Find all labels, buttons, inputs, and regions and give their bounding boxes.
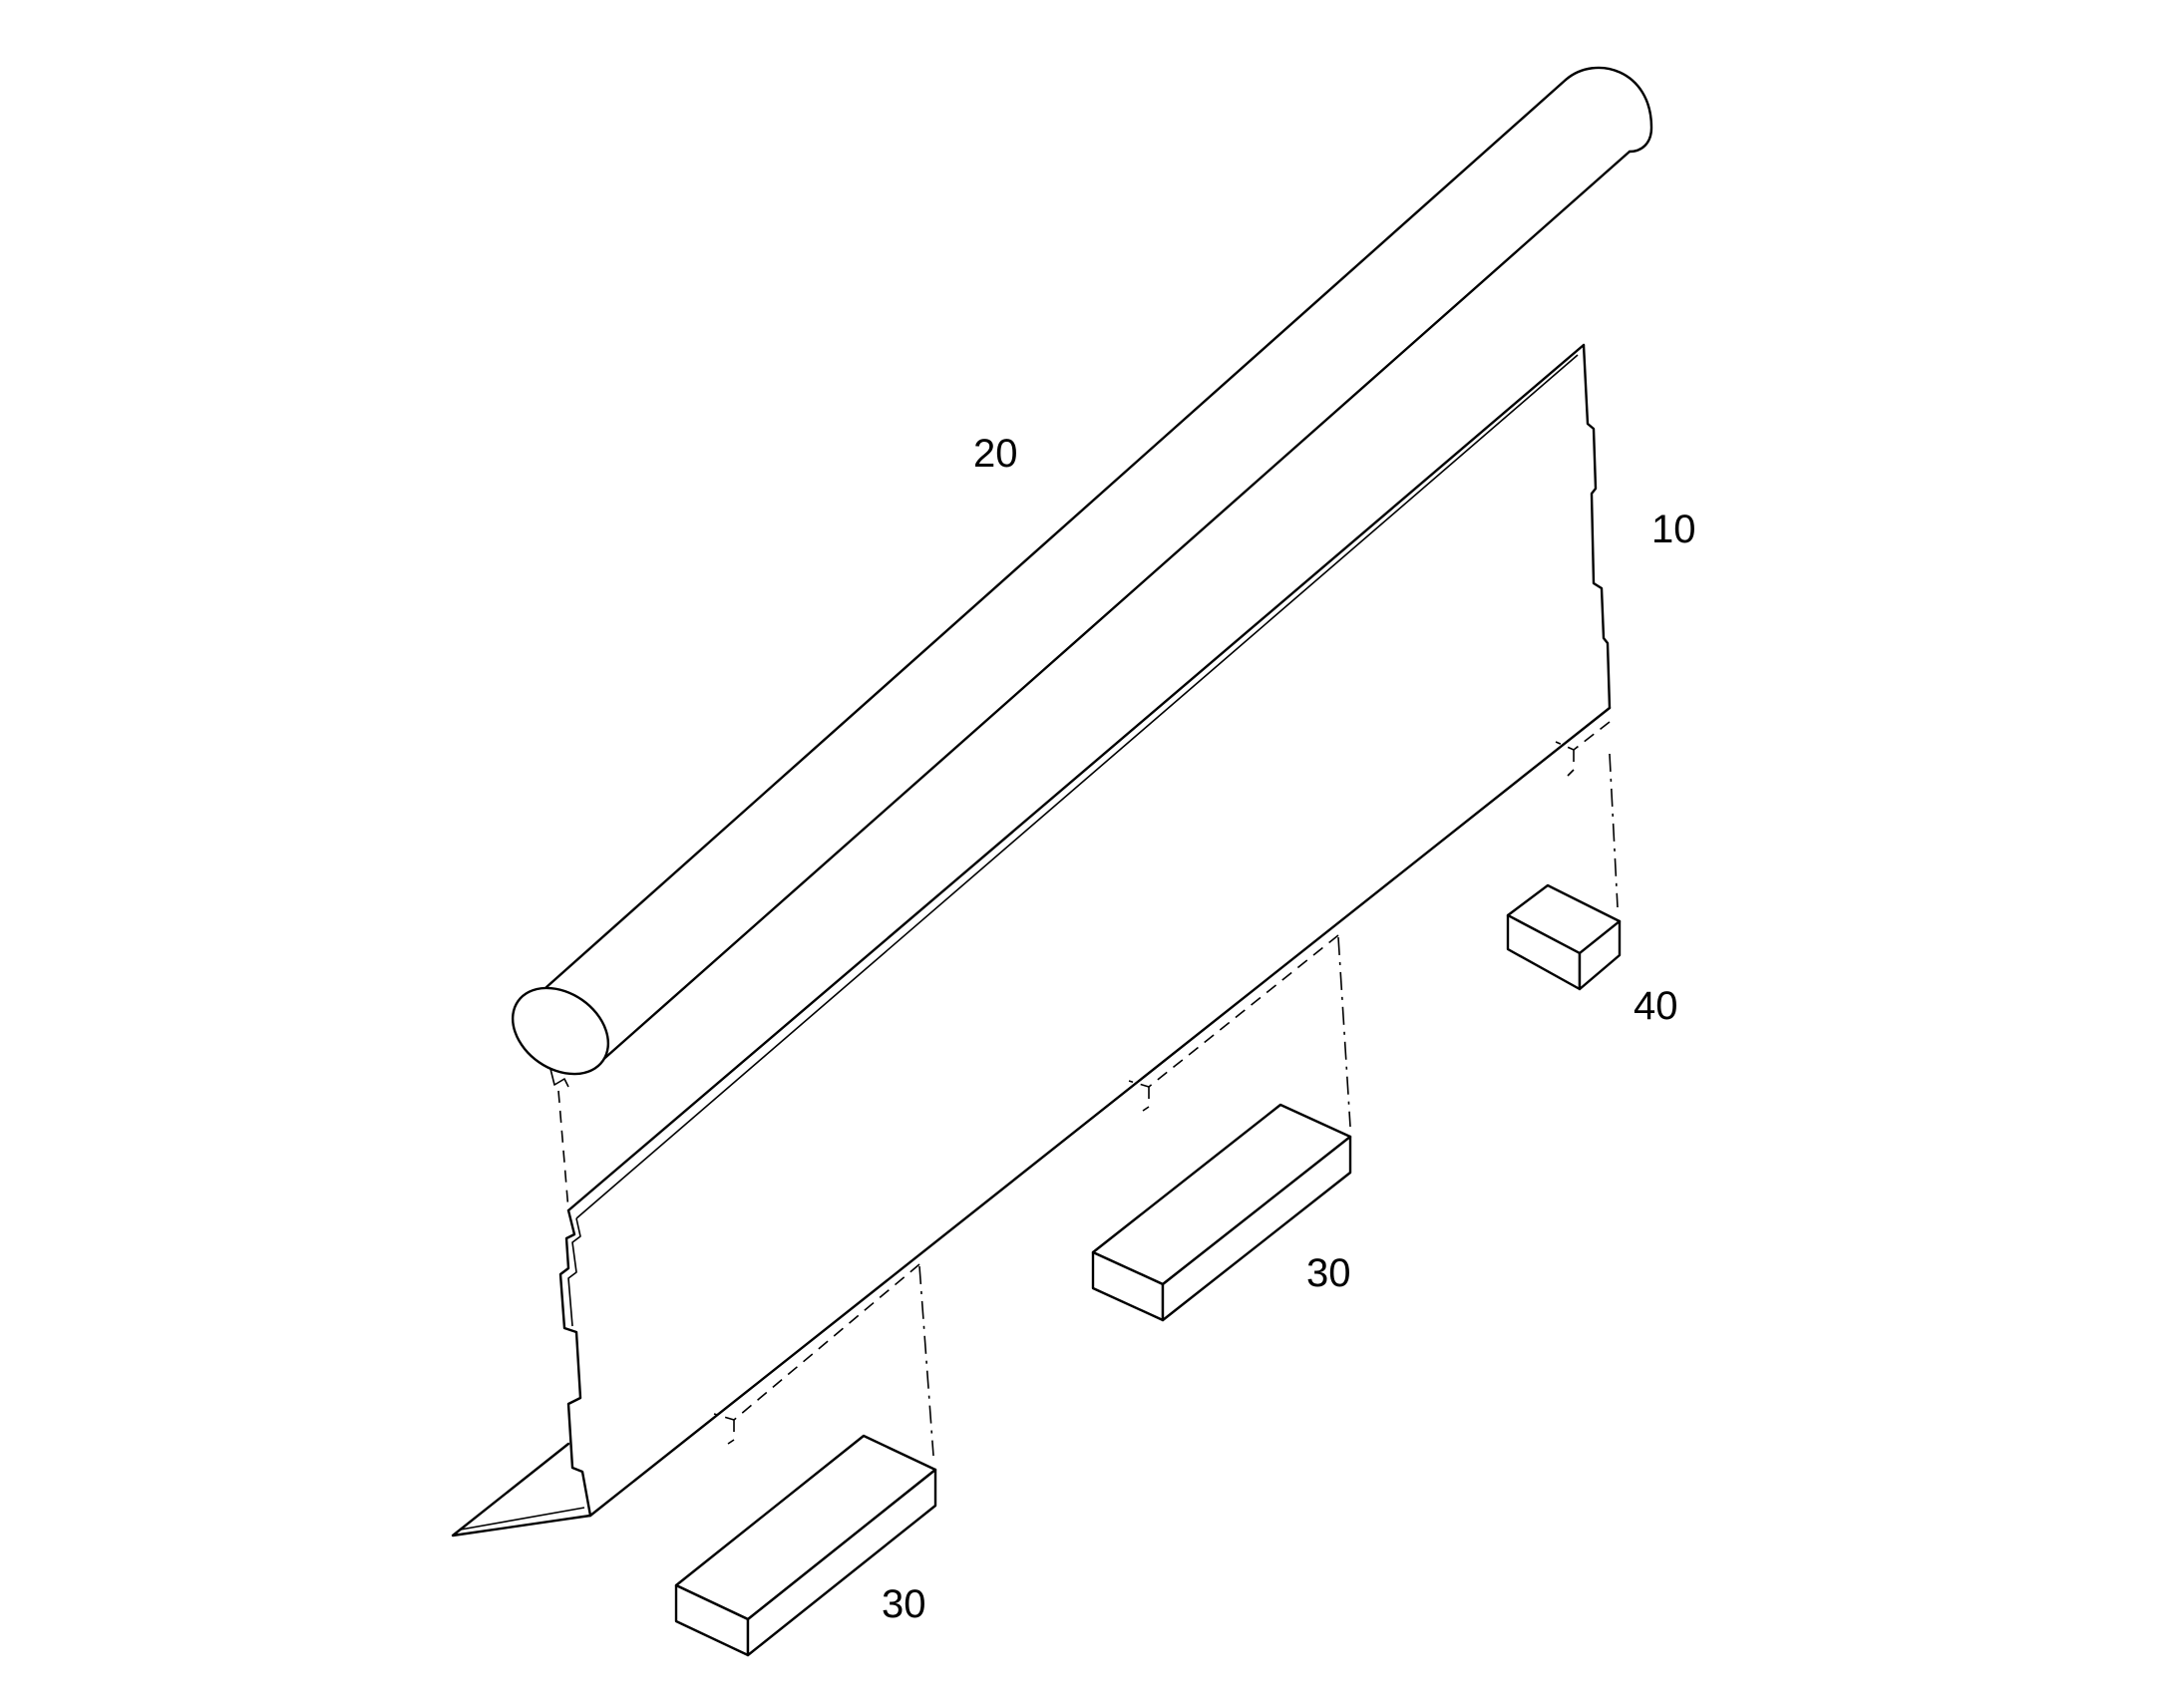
projection-lines bbox=[557, 753, 1619, 1457]
tube-part bbox=[511, 66, 1653, 1088]
block-mid-part bbox=[1091, 1103, 1352, 1322]
label-block-mid: 30 bbox=[1306, 1251, 1351, 1295]
block-small-part bbox=[1506, 883, 1622, 991]
label-tube: 20 bbox=[973, 432, 1018, 476]
block-low-part bbox=[674, 1434, 937, 1657]
label-block-low: 30 bbox=[882, 1582, 926, 1626]
panel-part bbox=[451, 343, 1612, 1537]
label-block-small: 40 bbox=[1634, 984, 1678, 1028]
label-panel: 10 bbox=[1651, 508, 1696, 551]
